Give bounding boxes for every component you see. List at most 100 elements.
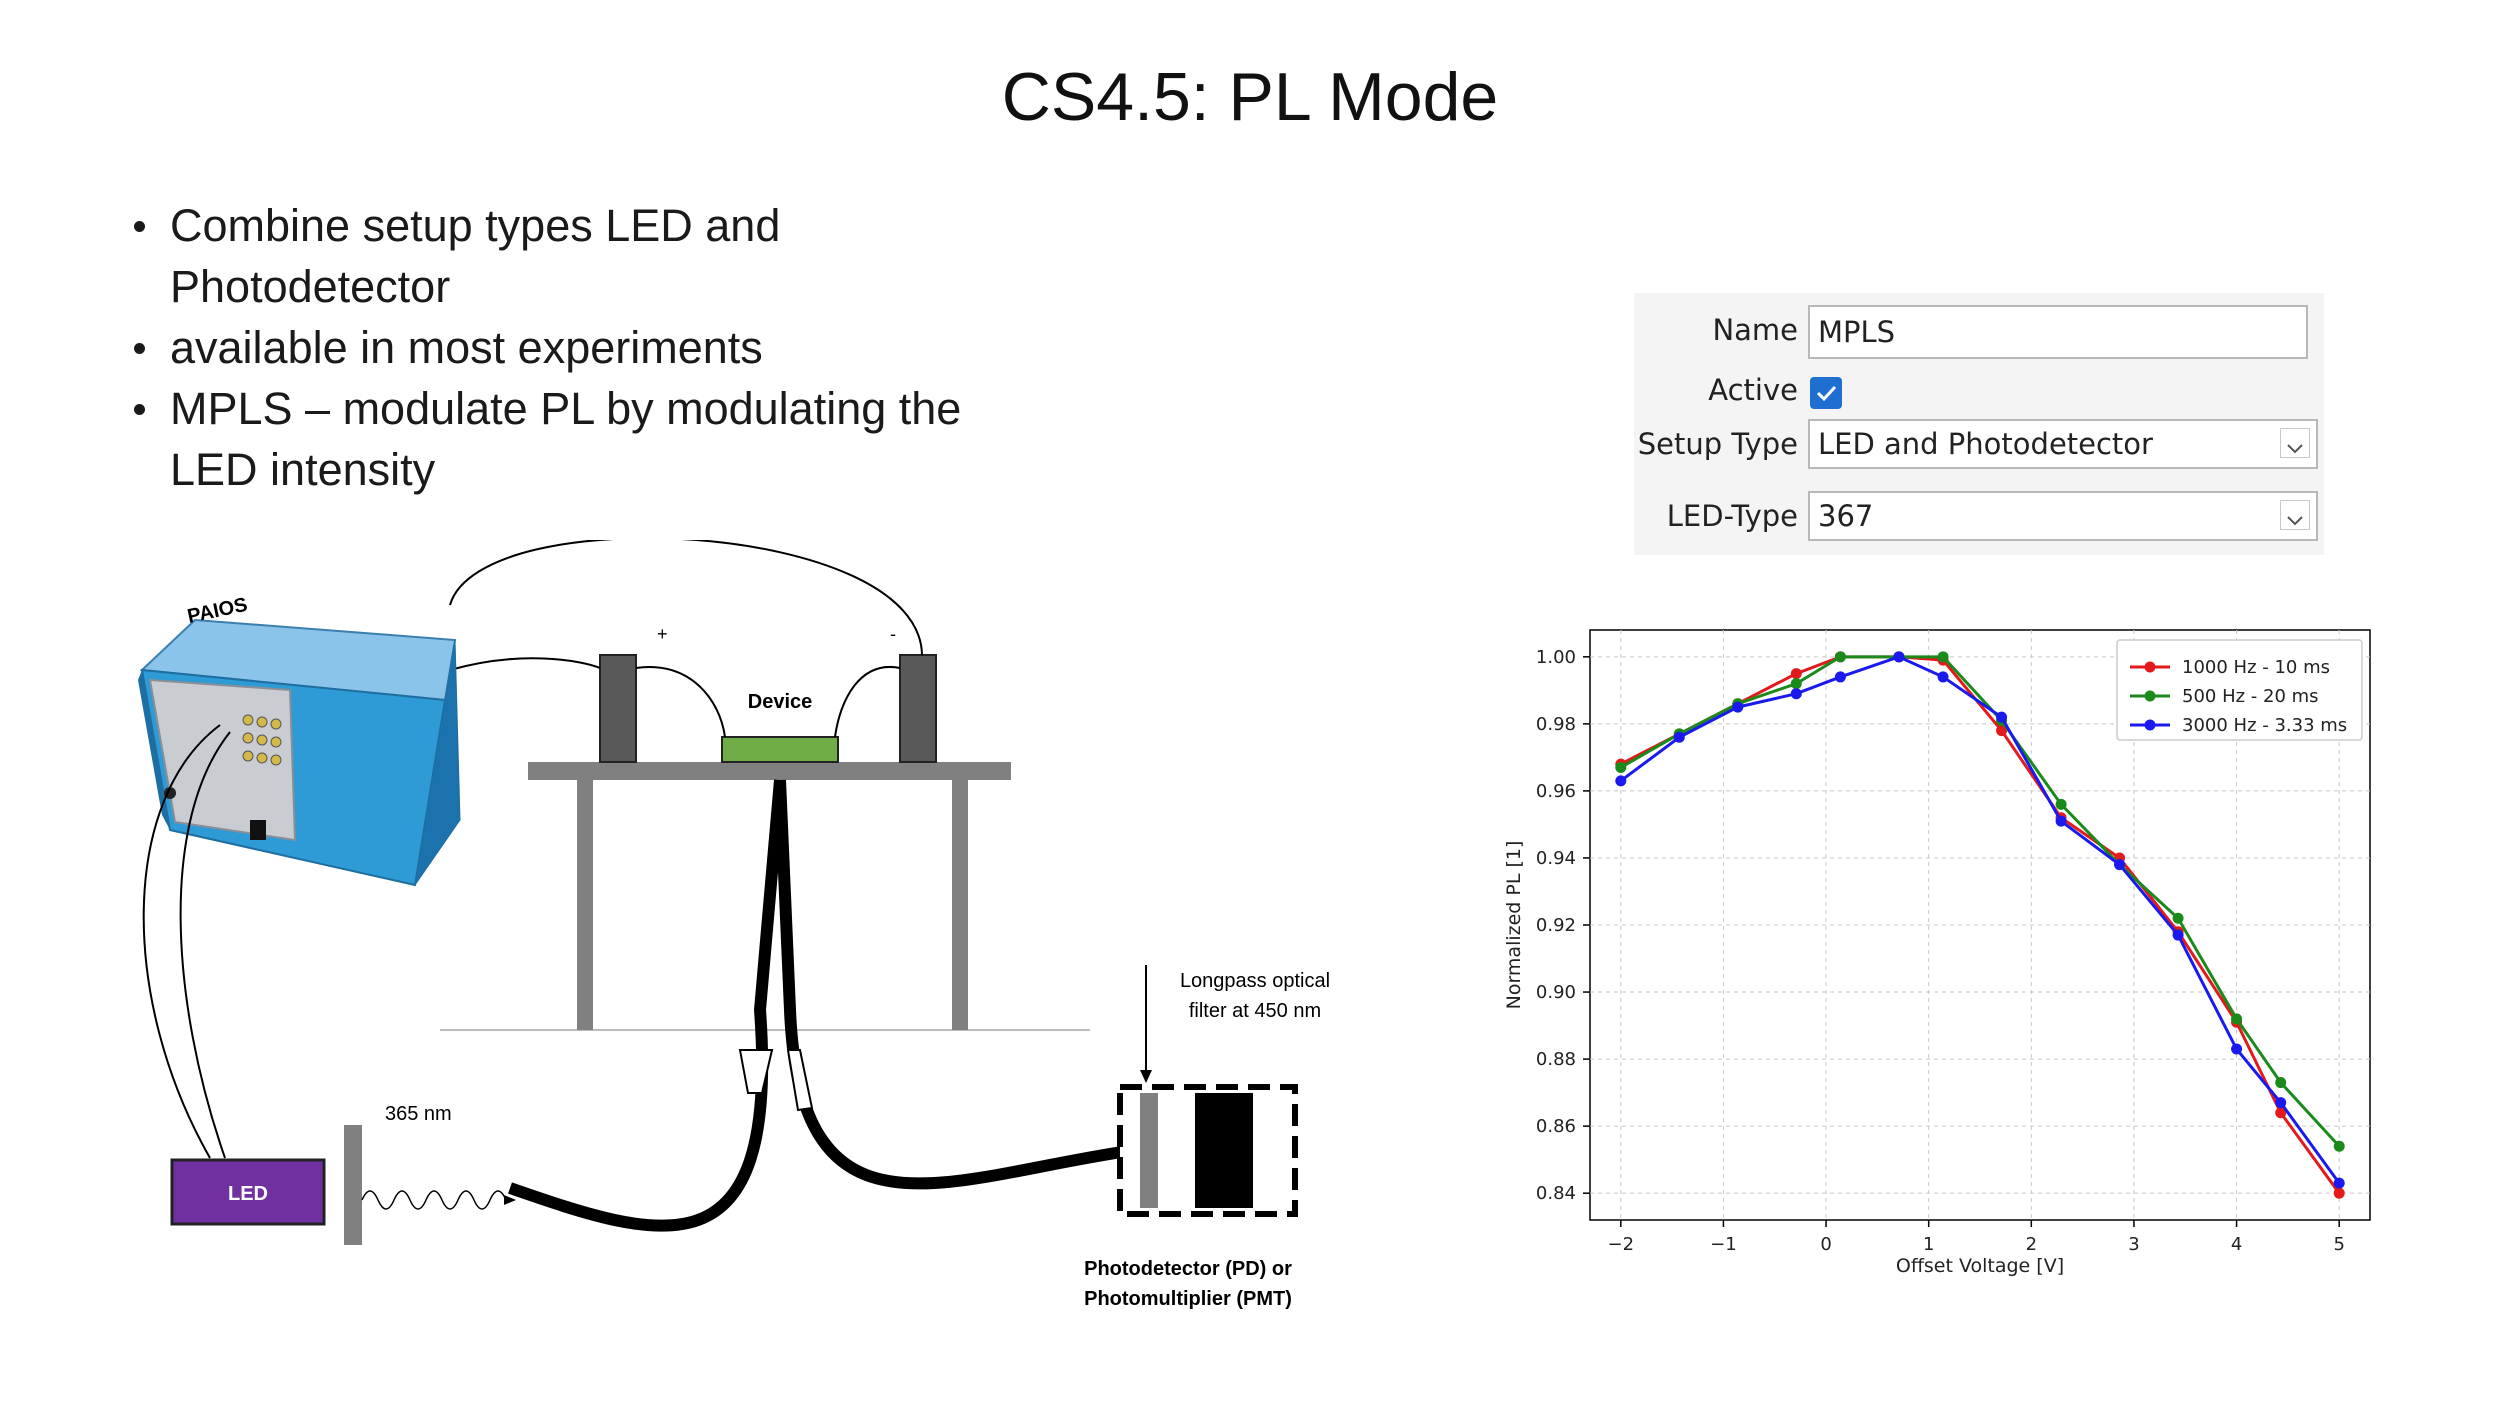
y-tick-label: 0.90: [1536, 982, 1576, 1003]
legend: 1000 Hz - 10 ms 500 Hz - 20 ms 3000 Hz - 3…: [2116, 639, 2363, 741]
setup-type-value: LED and Photodetector: [1818, 427, 2153, 461]
wire: [449, 657, 601, 671]
table-leg: [952, 780, 968, 1030]
data-point: [2333, 1187, 2345, 1199]
minus-label: -: [890, 624, 896, 644]
data-point: [1996, 711, 2008, 723]
data-point: [2172, 912, 2184, 924]
data-point: [1732, 701, 1744, 713]
photodetector: [1195, 1093, 1253, 1208]
data-point: [2275, 1107, 2287, 1119]
x-tick-label: 2: [2026, 1234, 2037, 1255]
setup-type-select[interactable]: LED and Photodetector: [1808, 419, 2318, 469]
arrow-down-icon: [786, 1049, 814, 1112]
table-leg: [577, 780, 593, 1030]
data-point: [1996, 725, 2008, 737]
data-point: [2275, 1077, 2287, 1089]
series-line: [1619, 655, 2341, 1185]
data-point: [2055, 798, 2067, 810]
setup-settings-panel: Name MPLS Active Setup Type LED and Phot…: [1634, 293, 2324, 555]
x-tick-label: 3: [2128, 1234, 2139, 1255]
wire: [635, 665, 726, 738]
led-source: [170, 1158, 326, 1226]
wire: [449, 540, 923, 656]
name-input[interactable]: MPLS: [1808, 305, 2308, 359]
data-point: [1790, 688, 1802, 700]
arrow-up-icon: [738, 1049, 774, 1094]
detector-label: Photomultiplier (PMT): [1084, 1288, 1292, 1310]
plus-label: +: [657, 624, 668, 644]
y-tick-label: 0.92: [1536, 915, 1576, 936]
setup-type-label: Setup Type: [1637, 427, 1798, 461]
device-label: Device: [748, 691, 813, 713]
data-point: [1834, 671, 1846, 683]
data-point: [1790, 678, 1802, 690]
chevron-down-icon[interactable]: [2280, 500, 2310, 530]
data-point: [2231, 1013, 2243, 1025]
data-point: [2055, 815, 2067, 827]
table-top: [528, 762, 1011, 780]
y-tick-label: 0.96: [1536, 781, 1576, 802]
x-tick-label: 5: [2333, 1234, 2344, 1255]
excitation-fiber: [508, 779, 786, 1232]
wire: [179, 731, 231, 1159]
data-point: [2172, 929, 2184, 941]
data-point: [1790, 668, 1802, 680]
chevron-down-icon[interactable]: [2280, 428, 2310, 458]
x-tick-label: −1: [1710, 1234, 1737, 1255]
check-icon: [1816, 385, 1837, 402]
bullet-list: Combine setup types LED and Photodetecto…: [130, 195, 1030, 500]
x-tick-label: 1: [1923, 1234, 1934, 1255]
led-label: LED: [228, 1183, 268, 1205]
wire: [834, 665, 901, 738]
data-point: [1937, 651, 1949, 663]
wavelength-label: 365 nm: [385, 1103, 452, 1125]
legend-label: 500 Hz - 20 ms: [2182, 686, 2319, 707]
data-point: [2333, 1140, 2345, 1152]
name-label: Name: [1712, 313, 1798, 347]
setup-diagram: + - Device PAIOS LED 365 nm: [138, 540, 1330, 1310]
data-point: [1615, 761, 1627, 773]
y-tick-label: 1.00: [1536, 647, 1576, 668]
electrode-minus: [899, 654, 937, 763]
electrode-plus: [599, 654, 637, 763]
active-checkbox[interactable]: [1810, 377, 1842, 409]
series-line: [1620, 655, 2341, 1148]
bullet-item: MPLS – modulate PL by modulating the LED…: [130, 378, 1030, 500]
led-type-select[interactable]: 367: [1808, 491, 2318, 541]
paios-instrument: [138, 618, 461, 887]
x-tick-label: −2: [1608, 1234, 1635, 1255]
y-tick-label: 0.86: [1536, 1116, 1576, 1137]
active-label: Active: [1708, 373, 1798, 407]
legend-marker: [2144, 661, 2156, 673]
data-point: [1615, 775, 1627, 787]
filter-note: filter at 450 nm: [1189, 1000, 1321, 1022]
wire: [142, 724, 221, 1159]
data-point: [1834, 651, 1846, 663]
data-point: [1937, 671, 1949, 683]
legend-label: 3000 Hz - 3.33 ms: [2182, 715, 2347, 736]
bullet-item: Combine setup types LED and Photodetecto…: [130, 195, 1030, 317]
data-point: [2333, 1177, 2345, 1189]
excitation-filter: [344, 1125, 362, 1245]
device-sample: [721, 736, 839, 763]
data-point: [1673, 731, 1685, 743]
x-axis-label: Offset Voltage [V]: [1896, 1255, 2064, 1277]
led-type-label: LED-Type: [1666, 499, 1798, 533]
x-tick-label: 0: [1820, 1234, 1831, 1255]
led-type-value: 367: [1818, 499, 1874, 533]
detector-label: Photodetector (PD) or: [1084, 1258, 1292, 1280]
longpass-filter: [1140, 1093, 1158, 1208]
arrow-head: [504, 1195, 516, 1205]
emission-fiber: [774, 779, 1123, 1190]
y-tick-label: 0.94: [1536, 848, 1576, 869]
filter-note: Longpass optical: [1180, 970, 1330, 992]
legend-marker: [2144, 690, 2156, 702]
slide-title: CS4.5: PL Mode: [1001, 59, 1499, 135]
legend-marker: [2144, 719, 2156, 731]
y-tick-label: 0.84: [1536, 1183, 1576, 1204]
legend-label: 1000 Hz - 10 ms: [2182, 657, 2330, 678]
data-point: [1893, 651, 1905, 663]
data-point: [2275, 1097, 2287, 1109]
